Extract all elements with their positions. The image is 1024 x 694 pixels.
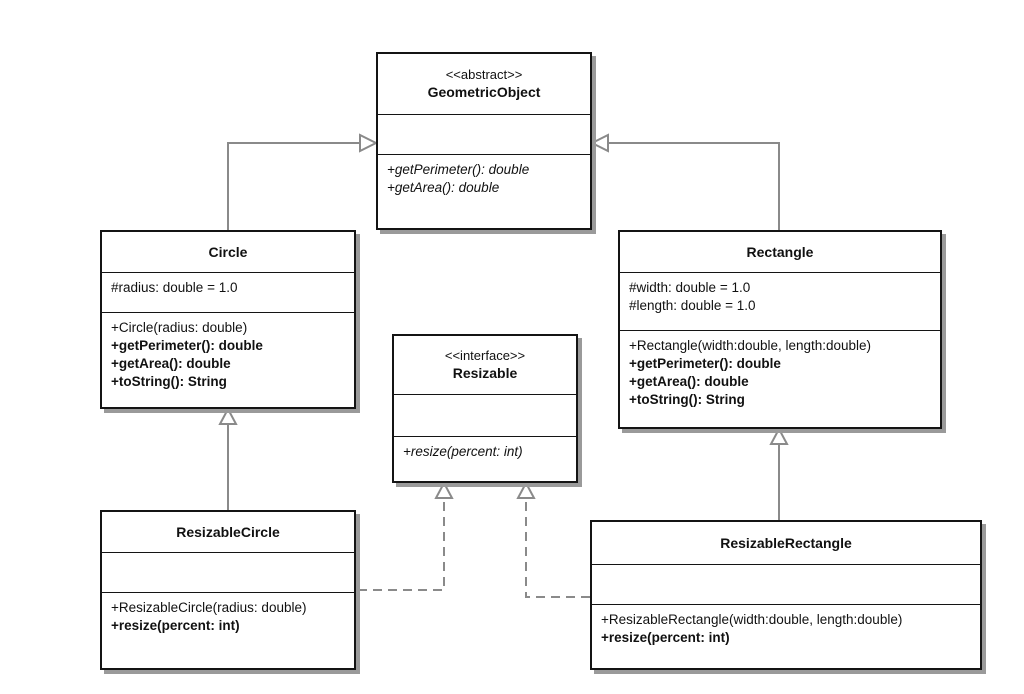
circle-class-box: Circle #radius: double = 1.0 +Circle(rad… — [100, 230, 356, 409]
method-constructor: +ResizableRectangle(width:double, length… — [601, 612, 903, 627]
class-header: ResizableCircle — [102, 512, 354, 552]
methods-section: +ResizableRectangle(width:double, length… — [592, 604, 980, 668]
class-name: GeometricObject — [427, 84, 541, 100]
resizablerectangle-class-box: ResizableRectangle +ResizableRectangle(w… — [590, 520, 982, 670]
stereotype-label: <<abstract>> — [445, 67, 523, 82]
attributes-section: #radius: double = 1.0 — [102, 272, 354, 312]
geometricobject-class-box: <<abstract>> GeometricObject +getPerimet… — [376, 52, 592, 230]
resizablerectangle-implements-resizable-line — [525, 498, 590, 598]
methods-section: +Circle(radius: double) +getPerimeter():… — [102, 312, 354, 407]
stereotype-label: <<interface>> — [444, 348, 526, 363]
method-resize: +resize(percent: int) — [403, 444, 523, 459]
attributes-section — [592, 564, 980, 604]
methods-section: +resize(percent: int) — [394, 436, 576, 481]
class-name: ResizableCircle — [176, 524, 280, 540]
methods-section: +getPerimeter(): double +getArea(): doub… — [378, 154, 590, 228]
method-getperimeter: +getPerimeter(): double — [387, 162, 530, 177]
class-header: <<interface>> Resizable — [394, 336, 576, 394]
methods-section: +Rectangle(width:double, length:double) … — [620, 330, 940, 427]
generalization-arrowhead-right — [589, 133, 609, 153]
class-name: Rectangle — [746, 244, 814, 260]
class-header: <<abstract>> GeometricObject — [378, 54, 590, 114]
method-getperimeter: +getPerimeter(): double — [629, 356, 781, 371]
method-resize: +resize(percent: int) — [111, 618, 240, 633]
method-constructor: +ResizableCircle(radius: double) — [111, 600, 307, 615]
generalization-arrowhead-left — [359, 133, 379, 153]
class-header: Rectangle — [620, 232, 940, 272]
class-name: Resizable — [452, 365, 518, 381]
class-name: Circle — [208, 244, 248, 260]
method-getperimeter: +getPerimeter(): double — [111, 338, 263, 353]
method-tostring: +toString(): String — [629, 392, 745, 407]
attributes-section — [378, 114, 590, 154]
method-constructor: +Circle(radius: double) — [111, 320, 248, 335]
generalization-arrowhead-circle — [218, 406, 238, 425]
attribute-radius: #radius: double = 1.0 — [111, 280, 238, 295]
method-tostring: +toString(): String — [111, 374, 227, 389]
attributes-section — [394, 394, 576, 436]
circle-extends-geometricobject-line — [227, 142, 360, 230]
resizablecircle-implements-resizable-line — [358, 498, 445, 591]
resizablecircle-class-box: ResizableCircle +ResizableCircle(radius:… — [100, 510, 356, 670]
method-getarea: +getArea(): double — [387, 180, 500, 195]
class-header: ResizableRectangle — [592, 522, 980, 564]
method-resize: +resize(percent: int) — [601, 630, 730, 645]
attributes-section — [102, 552, 354, 592]
rectangle-class-box: Rectangle #width: double = 1.0 #length: … — [618, 230, 942, 429]
realization-arrowhead-left — [434, 480, 454, 499]
method-getarea: +getArea(): double — [629, 374, 749, 389]
method-getarea: +getArea(): double — [111, 356, 231, 371]
realization-arrowhead-right — [516, 480, 536, 499]
method-constructor: +Rectangle(width:double, length:double) — [629, 338, 872, 353]
methods-section: +ResizableCircle(radius: double) +resize… — [102, 592, 354, 668]
generalization-arrowhead-rectangle — [769, 426, 789, 445]
attribute-length: #length: double = 1.0 — [629, 298, 756, 313]
resizable-interface-box: <<interface>> Resizable +resize(percent:… — [392, 334, 578, 483]
attribute-width: #width: double = 1.0 — [629, 280, 751, 295]
attributes-section: #width: double = 1.0 #length: double = 1… — [620, 272, 940, 330]
class-name: ResizableRectangle — [720, 535, 852, 551]
class-header: Circle — [102, 232, 354, 272]
rectangle-extends-geometricobject-line — [608, 142, 780, 230]
